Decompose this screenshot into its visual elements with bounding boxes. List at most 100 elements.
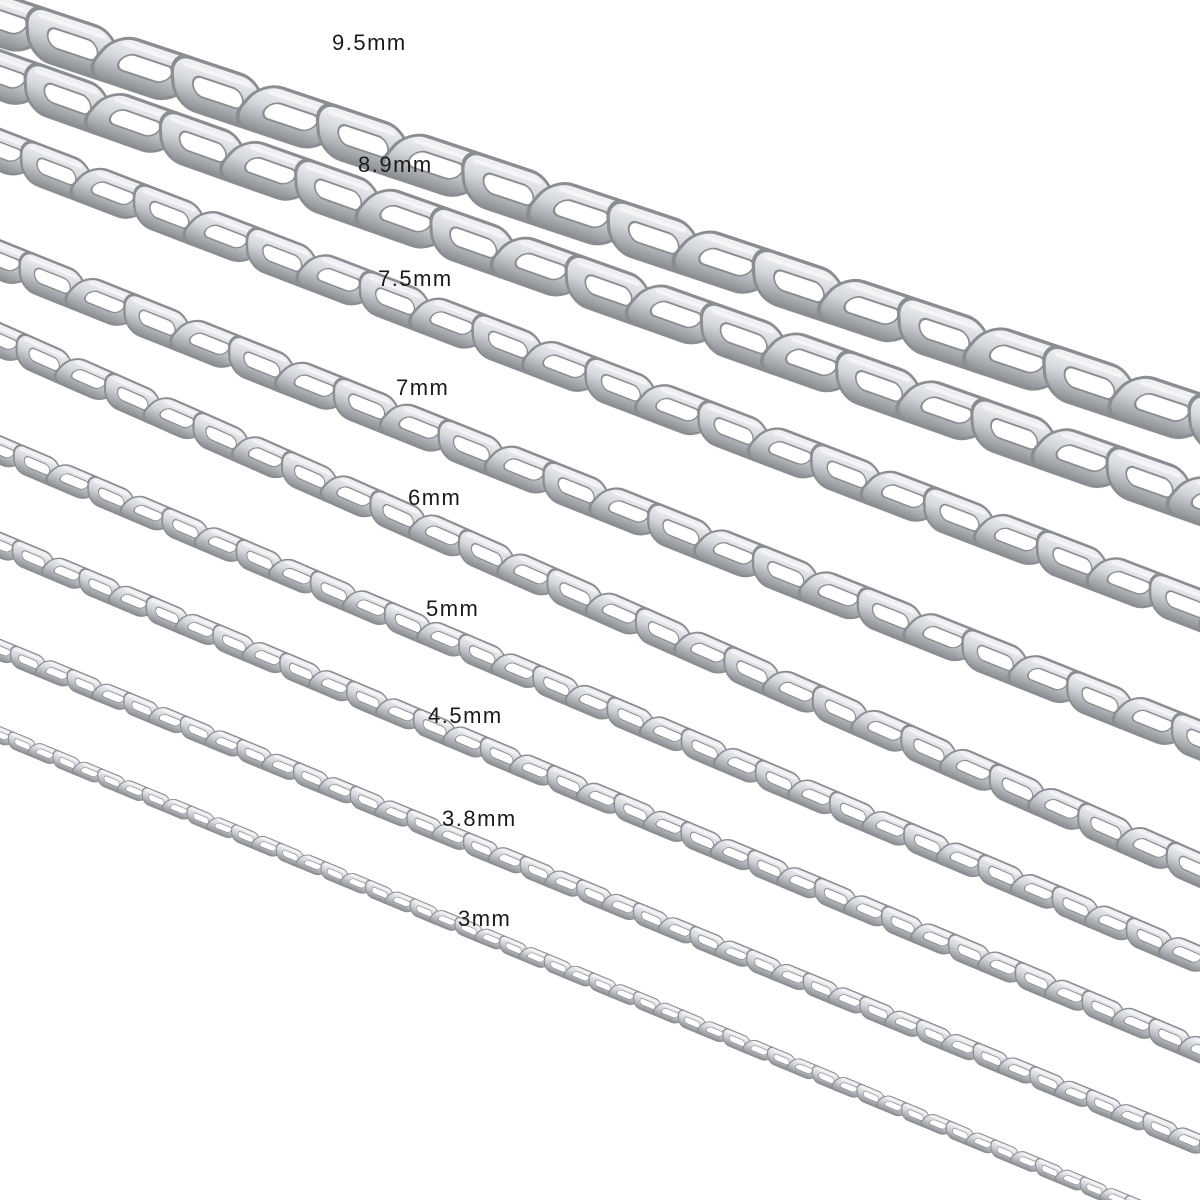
chain-link-opening — [839, 802, 867, 823]
chain-link-highlight — [378, 494, 419, 515]
chain-link-highlight — [984, 857, 1019, 875]
chain-link-highlight — [30, 146, 83, 169]
chain-link-opening — [661, 1008, 679, 1019]
chain-link-opening — [505, 942, 522, 955]
chain-link-opening — [387, 706, 415, 722]
chain-link-highlight — [414, 900, 435, 911]
chain-link-opening — [843, 296, 900, 326]
chain-link-highlight — [1075, 675, 1125, 698]
chain-link-opening — [1063, 366, 1116, 401]
chain-link-highlight — [864, 998, 891, 1011]
chain-link-opening — [414, 817, 435, 833]
chain-link-opening — [1091, 1000, 1116, 1019]
chain-link-opening — [773, 1053, 790, 1066]
chain-link-opening — [705, 1026, 724, 1037]
chain-link-opening — [328, 784, 351, 797]
chain-link-opening — [80, 767, 99, 777]
chain-link-opening — [993, 527, 1039, 552]
chain-link-highlight — [594, 362, 647, 385]
chain-link-opening — [379, 204, 433, 233]
chain-link-opening — [437, 915, 456, 926]
chain-link-opening — [243, 351, 281, 379]
chain-link-opening — [1056, 987, 1084, 1003]
chain-link-opening — [23, 456, 51, 476]
chain-link-opening — [385, 807, 408, 820]
chain-link-highlight — [592, 974, 614, 985]
chain-link-opening — [45, 667, 68, 680]
chain-size-label-9-5mm: 9.5mm — [332, 30, 407, 55]
chain-link-opening — [980, 1051, 1002, 1067]
chain-link-opening — [452, 435, 491, 462]
chain-link-opening — [918, 317, 971, 352]
chain-link-highlight — [726, 1030, 748, 1041]
chain-link-highlight — [466, 533, 508, 554]
chain-link-highlight — [242, 542, 277, 559]
chain-link-opening — [824, 699, 857, 724]
chain-link-highlight — [441, 213, 504, 239]
chain-link-opening — [348, 393, 386, 421]
chain-link-opening — [728, 1035, 745, 1047]
chain-link-highlight — [908, 728, 950, 749]
chain-link-opening — [810, 981, 832, 997]
chain-link-opening — [169, 804, 188, 815]
chain-link-opening — [116, 53, 174, 83]
chain-link-highlight — [970, 633, 1020, 656]
chain-link-opening — [795, 1063, 813, 1074]
chain-link-opening — [929, 1119, 947, 1130]
chain-link-opening — [976, 644, 1014, 672]
chain-link-opening — [555, 877, 578, 890]
chain-link-highlight — [168, 511, 203, 528]
chain-link-highlight — [1058, 889, 1093, 906]
chain-link-highlight — [681, 1011, 703, 1022]
chain-link-opening — [1186, 728, 1200, 756]
chain-size-label-4-5mm: 4.5mm — [428, 703, 503, 728]
chain-link-opening — [736, 660, 768, 685]
chain-link-highlight — [289, 455, 331, 476]
chain-link-opening — [0, 730, 9, 740]
chain-link-highlight — [185, 718, 212, 731]
chain-link-highlight — [419, 712, 451, 727]
chain-link-highlight — [132, 298, 182, 321]
chain-link-highlight — [618, 207, 687, 233]
chain-size-label-7-5mm: 7.5mm — [378, 266, 453, 291]
chain-link-opening — [649, 300, 703, 329]
chain-link-opening — [313, 178, 363, 212]
chain-link-opening — [1097, 914, 1128, 932]
chain-link-opening — [823, 887, 848, 906]
chain-link-highlight — [524, 858, 552, 871]
chain-link-opening — [1136, 928, 1163, 949]
chain-size-label-3mm: 3mm — [458, 906, 512, 931]
chain-9-5mm — [0, 0, 1200, 470]
chain-link-opening — [617, 708, 644, 728]
chain-link-opening — [513, 564, 549, 585]
chain-link-opening — [21, 550, 46, 568]
chain-link-highlight — [503, 937, 525, 948]
chain-link-opening — [461, 923, 477, 936]
chain-link-opening — [855, 903, 883, 919]
chain-link-opening — [429, 311, 474, 335]
chain-link-opening — [990, 417, 1039, 451]
chain-link-highlight — [949, 1123, 971, 1133]
chain-link-opening — [46, 27, 99, 62]
chain-link-opening — [244, 747, 265, 763]
chain-link-highlight — [368, 275, 422, 299]
chain-link-opening — [159, 408, 195, 429]
chain-link-opening — [773, 269, 825, 304]
chain-link-opening — [14, 738, 31, 751]
chain-link-highlight — [909, 303, 977, 330]
chain-link-opening — [70, 369, 107, 389]
chain-link-opening — [259, 841, 277, 852]
chain-link-highlight — [35, 69, 99, 95]
chain-link-opening — [188, 332, 231, 356]
chain-link-opening — [584, 887, 605, 903]
chain-link-opening — [957, 944, 982, 962]
chain-link-opening — [801, 788, 831, 805]
chain-link-highlight — [94, 479, 129, 496]
chain-link-opening — [416, 905, 433, 917]
chain-link-highlight — [324, 863, 346, 874]
chain-link-opening — [875, 820, 905, 837]
chain-link-opening — [913, 738, 945, 763]
chain-link-highlight — [28, 256, 77, 279]
chain-link-highlight — [820, 880, 852, 896]
